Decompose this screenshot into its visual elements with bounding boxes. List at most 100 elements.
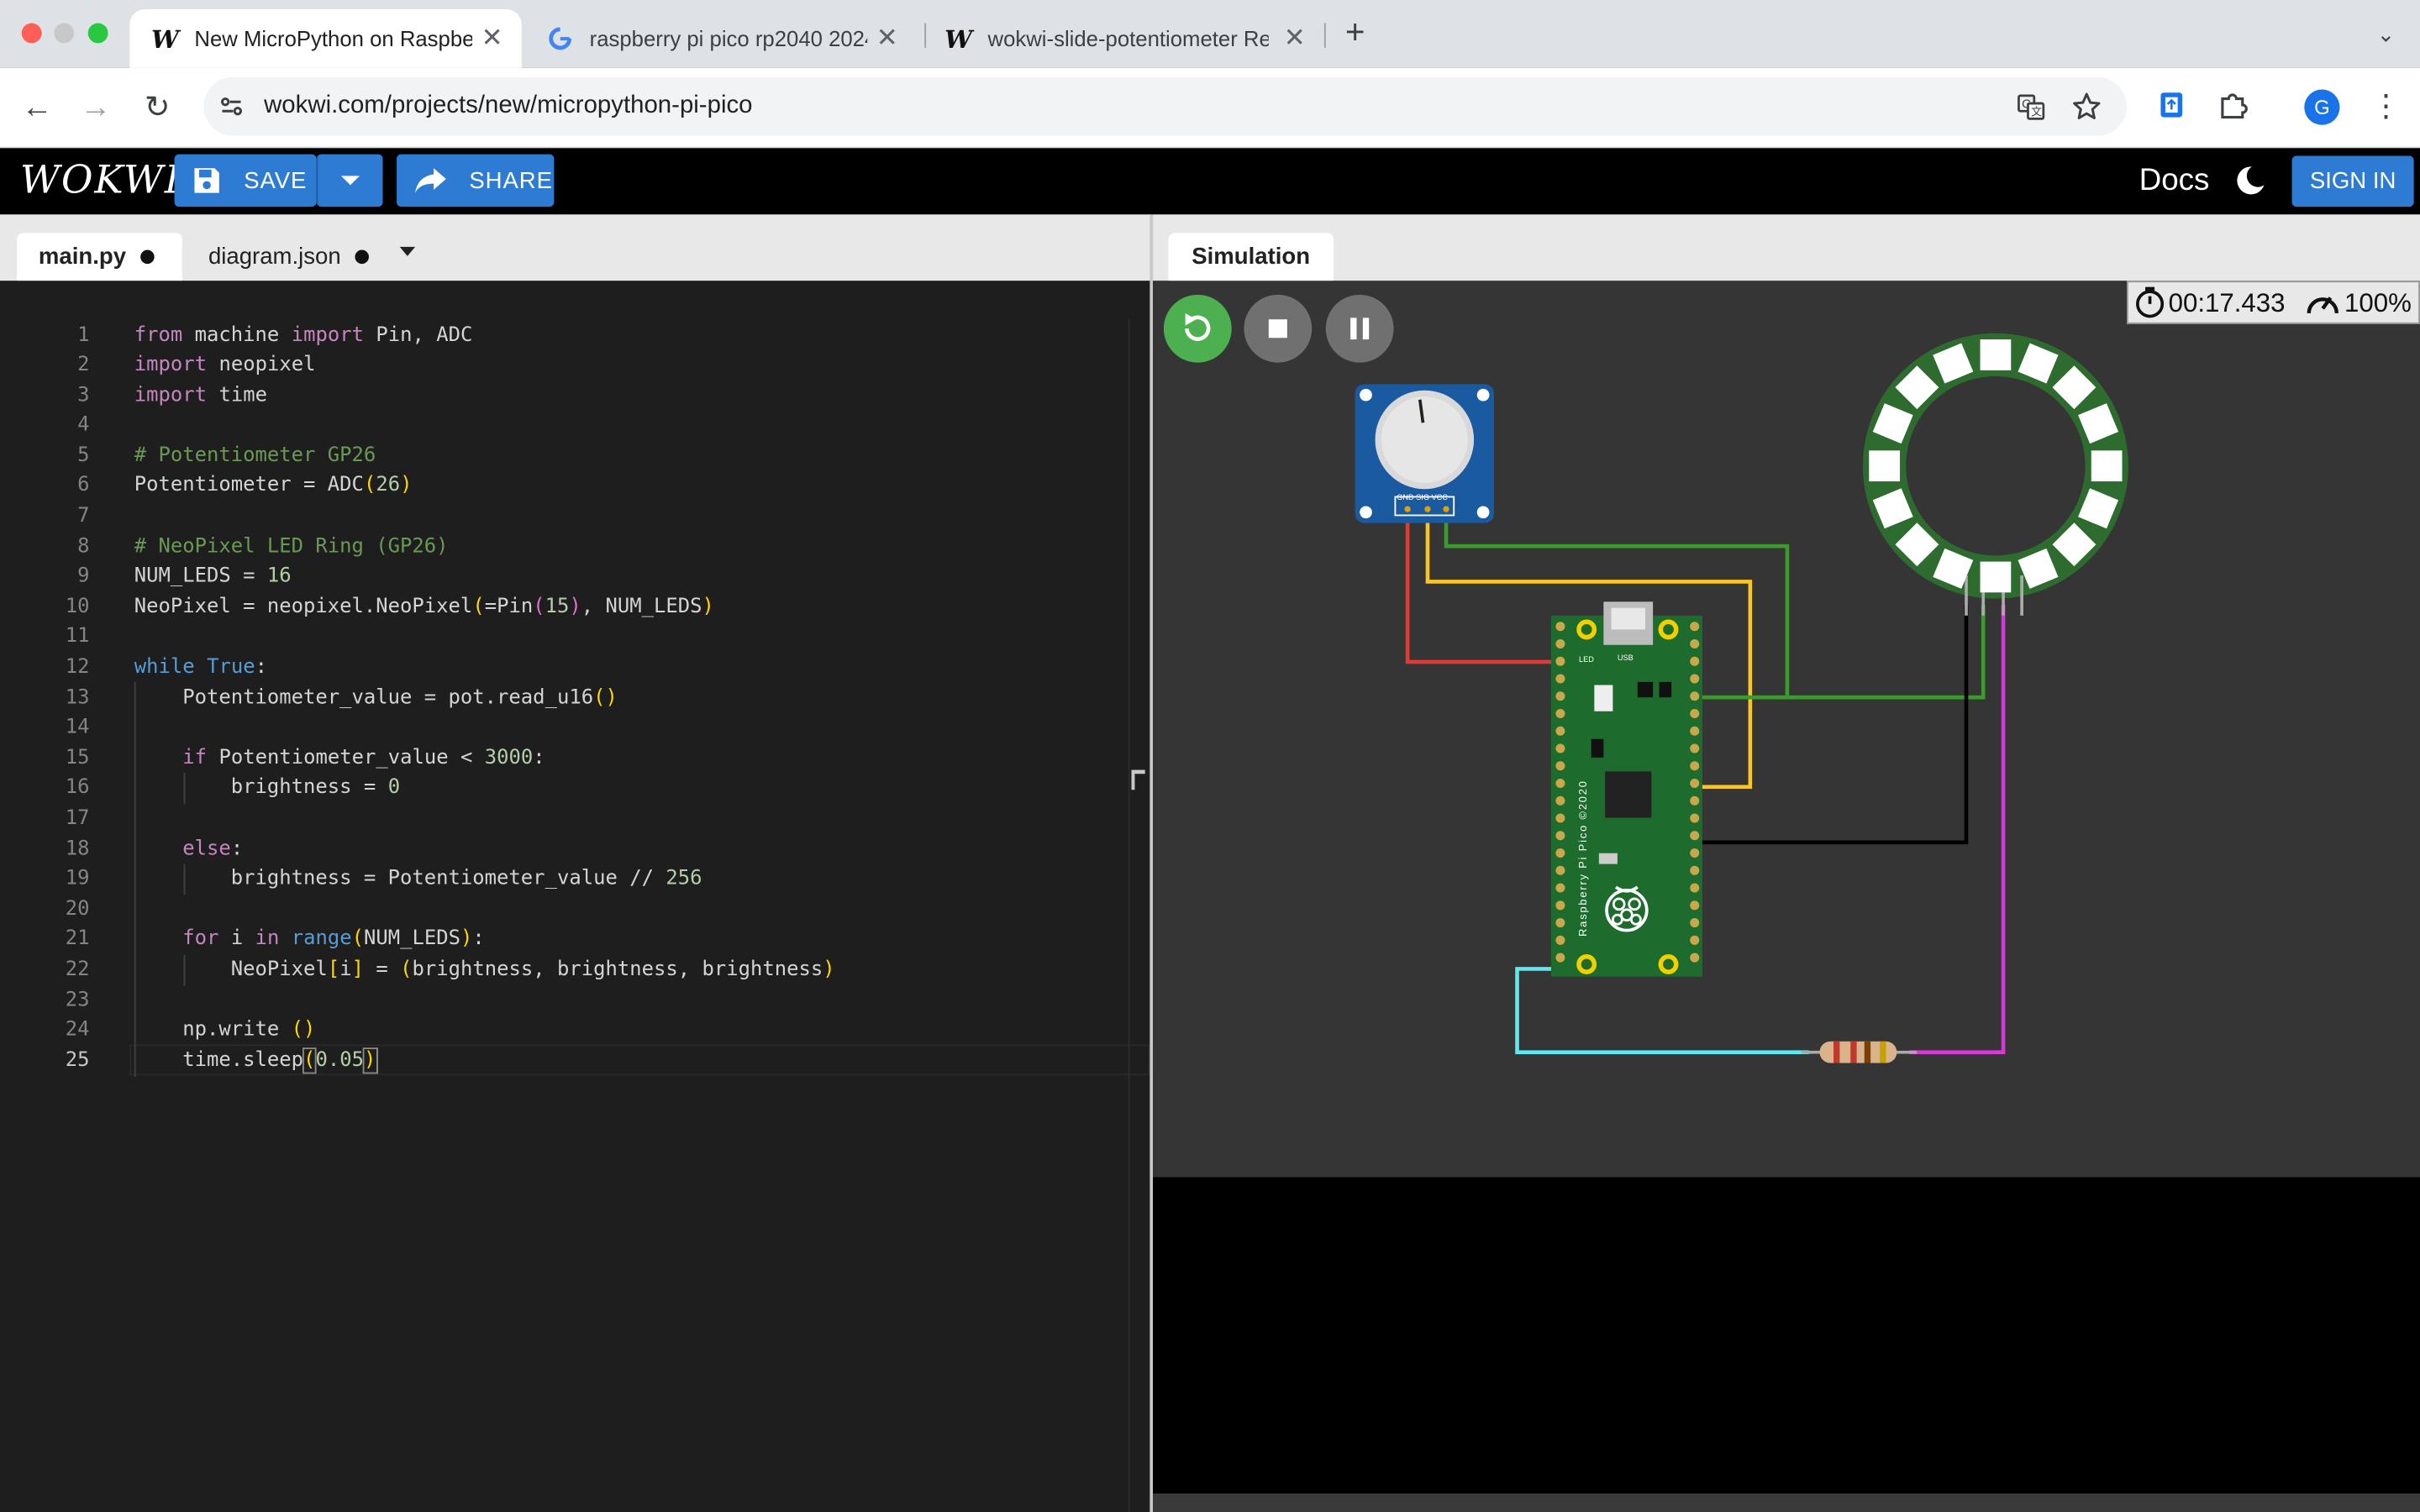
code-line[interactable]: 16 brightness = 0 (65, 775, 401, 800)
stopwatch-icon (2136, 286, 2165, 318)
browser-tab-wokwi-ref[interactable]: W wokwi-slide-potentiometer Reference ✕ (923, 9, 1324, 68)
tab-close-icon[interactable]: ✕ (876, 23, 898, 53)
pico-pin (1555, 935, 1565, 945)
serial-monitor[interactable] (1153, 1177, 2420, 1494)
chevron-down-icon (340, 176, 360, 186)
pause-simulation-button[interactable] (1325, 294, 1394, 363)
code-line[interactable]: 13 Potentiometer_value = pot.read_u16() (65, 686, 618, 710)
code-line[interactable]: 11 (65, 624, 90, 648)
tab-close-icon[interactable]: ✕ (1283, 23, 1306, 53)
raspberry-pi-pico[interactable]: Raspberry Pi Pico ©2020 LED USB (1550, 601, 1702, 977)
wire-red-gnd (1405, 512, 1562, 664)
pico-pin (1690, 638, 1700, 648)
tab-separator (924, 23, 927, 48)
code-line[interactable]: 23 (65, 989, 90, 1012)
neopixel-led (2018, 343, 2059, 384)
code-line[interactable]: 22 NeoPixel[i] = (brightness, brightness… (65, 958, 835, 982)
url-text: wokwi.com/projects/new/micropython-pi-pi… (264, 92, 753, 119)
code-line[interactable]: 24 np.write () (65, 1018, 316, 1042)
editor-tabs-dropdown-icon[interactable] (399, 246, 416, 256)
minimize-window-button[interactable] (54, 23, 75, 44)
forward-button[interactable]: → (80, 91, 112, 125)
share-button[interactable]: SHARE (397, 154, 555, 207)
tab-close-icon[interactable]: ✕ (481, 23, 503, 53)
zoom-window-button[interactable] (87, 23, 108, 44)
resistor[interactable] (1801, 1041, 1918, 1063)
svg-text:G: G (2022, 98, 2031, 112)
pico-pin (1555, 918, 1565, 928)
pico-pin (1690, 674, 1700, 684)
bookmark-star-icon[interactable] (2071, 91, 2102, 122)
serial-monitor-resize-bar[interactable] (1153, 1493, 2420, 1512)
potentiometer[interactable]: GND SIG VCC (1355, 384, 1494, 523)
pico-pin (1690, 779, 1700, 789)
pot-pin-labels: GND SIG VCC (1397, 493, 1448, 501)
code-line[interactable]: 8# NeoPixel LED Ring (GP26) (77, 535, 449, 559)
code-line[interactable]: 20 (65, 897, 90, 921)
pane-divider[interactable] (1150, 214, 1154, 1512)
dark-mode-moon-icon[interactable] (2233, 164, 2267, 197)
tab-title: wokwi-slide-potentiometer Reference (987, 26, 1269, 51)
tab-separator (1323, 23, 1326, 48)
code-line[interactable]: 21 for i in range(NUM_LEDS): (65, 927, 485, 951)
new-tab-button[interactable]: + (1344, 12, 1365, 51)
extensions-puzzle-icon[interactable] (2217, 88, 2250, 122)
save-button[interactable]: SAVE (174, 154, 317, 207)
tab-main-py[interactable]: main.py (17, 233, 182, 281)
stop-simulation-button[interactable] (1244, 294, 1313, 363)
code-line[interactable]: 18 else: (65, 837, 244, 861)
docs-link[interactable]: Docs (2139, 163, 2210, 198)
reload-button[interactable]: ↻ (144, 91, 171, 125)
tab-search-chevron-icon[interactable]: ⌄ (2376, 21, 2396, 47)
code-line[interactable]: 14 (65, 716, 90, 739)
unsaved-dot-icon (355, 249, 369, 265)
translate-icon[interactable]: G 文 (2016, 91, 2047, 122)
share-arrow-icon (415, 168, 446, 193)
code-line[interactable]: 19 brightness = Potentiometer_value // 2… (65, 867, 702, 890)
tab-simulation[interactable]: Simulation (1168, 233, 1334, 281)
wokwi-logo[interactable]: WOKWI (19, 157, 182, 202)
back-button[interactable]: ← (21, 91, 53, 125)
site-info-icon[interactable] (216, 91, 247, 122)
pico-pin (1690, 831, 1700, 841)
speedometer-icon (2307, 297, 2339, 314)
sign-in-button[interactable]: SIGN IN (2291, 155, 2414, 207)
code-line[interactable]: 5# Potentiometer GP26 (77, 444, 376, 468)
browser-tab-active[interactable]: W New MicroPython on Raspberry Pi Pico ✕ (129, 9, 522, 68)
pico-left-pins (1555, 622, 1565, 963)
save-options-dropdown[interactable] (316, 154, 383, 207)
restart-simulation-button[interactable] (1163, 294, 1232, 363)
neopixel-led (1872, 488, 1913, 529)
editor-scrollbar[interactable] (1128, 319, 1150, 1512)
stop-icon (1268, 319, 1287, 339)
browser-tab-google[interactable]: raspberry pi pico rp2040 2024 ✕ (524, 9, 917, 68)
code-line[interactable]: 15 if Potentiometer_value < 3000: (65, 746, 545, 770)
code-editor[interactable] (0, 281, 1152, 1512)
profile-avatar[interactable]: G (2304, 89, 2340, 125)
neopixel-led (1872, 403, 1913, 444)
floppy-disk-icon (194, 168, 219, 193)
code-line[interactable]: 25 time.sleep(0.05) (65, 1047, 378, 1074)
browser-menu-icon[interactable]: ⋮ (2370, 89, 2402, 123)
neopixel-led (1980, 339, 2012, 370)
close-window-button[interactable] (21, 23, 42, 44)
simulation-speed: 100% (2344, 288, 2412, 318)
pico-usb-label: USB (1618, 654, 1634, 662)
code-line[interactable]: 17 (65, 806, 90, 831)
address-bar[interactable]: wokwi.com/projects/new/micropython-pi-pi… (203, 76, 2128, 136)
pico-pin (1690, 761, 1700, 771)
code-line[interactable]: 4 (77, 413, 90, 437)
tab-diagram-json[interactable]: diagram.json (187, 233, 390, 281)
code-line[interactable]: 7 (77, 504, 90, 528)
pico-pin (1690, 865, 1700, 875)
extension-pinned-icon[interactable] (2154, 88, 2188, 122)
neopixel-ring (1862, 333, 2128, 616)
simulation-tab-bar: Simulation (1153, 214, 2420, 281)
